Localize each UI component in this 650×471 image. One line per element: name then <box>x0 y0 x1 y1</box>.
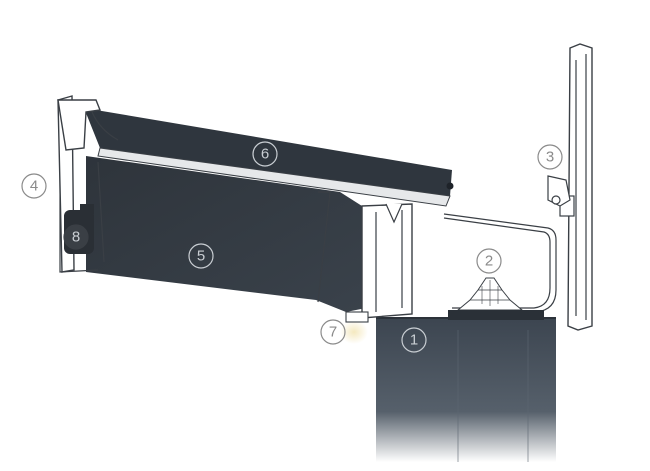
callout-6: 6 <box>252 141 278 167</box>
callout-8-label: 8 <box>72 229 80 246</box>
callout-5: 5 <box>188 243 214 269</box>
awning-cover <box>57 99 454 207</box>
callout-4: 4 <box>21 173 47 199</box>
callout-3-label: 3 <box>546 149 554 166</box>
callout-8: 8 <box>63 224 89 250</box>
callout-2: 2 <box>476 248 502 274</box>
front-mullion <box>361 203 413 319</box>
mounting-bracket <box>443 175 571 313</box>
wall-frame <box>559 43 593 331</box>
callout-1-label: 1 <box>410 332 418 349</box>
callout-6-label: 6 <box>261 146 269 163</box>
lamp-light <box>340 311 369 344</box>
upstand-base <box>376 317 556 462</box>
callout-4-label: 4 <box>30 178 38 195</box>
callout-1: 1 <box>401 327 427 353</box>
callout-3: 3 <box>537 144 563 170</box>
callout-7: 7 <box>320 319 346 345</box>
callout-5-label: 5 <box>197 248 205 265</box>
callout-2-label: 2 <box>485 253 493 270</box>
skylight-dome <box>448 277 544 320</box>
callout-7-label: 7 <box>329 324 337 341</box>
